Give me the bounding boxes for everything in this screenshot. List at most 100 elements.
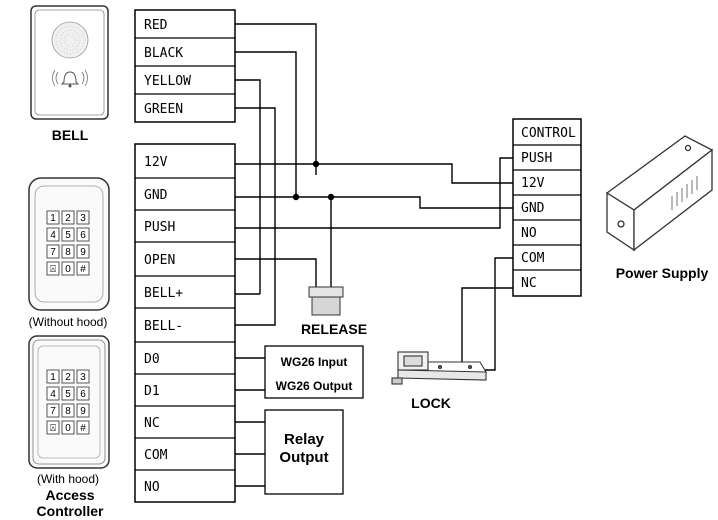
keypad-key-label: # (80, 264, 86, 275)
terminal-bell-plus-label: BELL+ (144, 286, 183, 301)
keypad-key-label: 2 (65, 372, 71, 383)
keypad-key-label: 1 (50, 213, 56, 224)
lock-label: LOCK (411, 395, 451, 411)
keypad-key (61, 227, 75, 242)
keypad-key (76, 386, 90, 401)
keypad-key (76, 403, 90, 418)
power-push-label: PUSH (521, 151, 552, 166)
keypad-key (76, 420, 90, 435)
wire-yellow (235, 79, 261, 294)
keypad-key-label: 2 (65, 213, 71, 224)
keypad-key (76, 261, 90, 276)
power-terminal-block (512, 118, 582, 297)
power-supply-label: Power Supply (616, 265, 709, 281)
power-gnd-label: GND (521, 201, 545, 216)
wire-green-label: GREEN (144, 102, 183, 117)
keypad-key-label: 5 (65, 389, 71, 400)
keypad-key-label: 4 (50, 389, 56, 400)
keypad-key (76, 210, 90, 225)
keypad-key (46, 369, 60, 384)
keypad-without-hood (28, 177, 110, 311)
keypad-key-label: 8 (65, 406, 71, 417)
wire-black (235, 51, 297, 197)
wire-gnd (235, 196, 513, 209)
keypad-key-label: # (80, 423, 86, 434)
power-nc-label: NC (521, 276, 537, 291)
terminal-nc-label: NC (144, 416, 160, 431)
wiring-lines (235, 23, 513, 487)
terminal-no-label: NO (144, 480, 160, 495)
keypad-key-label: ⍓ (50, 264, 56, 275)
wire-black-label: BLACK (144, 46, 183, 61)
keypad-key-label: 5 (65, 230, 71, 241)
keypad-key (61, 420, 75, 435)
terminal-com-label: COM (144, 448, 168, 463)
keypad-key (46, 386, 60, 401)
keypad-key (61, 369, 75, 384)
terminal-open-label: OPEN (144, 253, 175, 268)
with-hood-label: (With hood) (37, 472, 99, 486)
controller-terminal-block (134, 143, 236, 503)
keypad-key (61, 403, 75, 418)
keypad-key-label: 0 (65, 264, 71, 275)
wg26-input-label: WG26 Input (281, 355, 348, 369)
keypad-key-label: ⍓ (50, 423, 56, 434)
keypad-key-label: 8 (65, 247, 71, 258)
keypad-key-label: 6 (80, 389, 86, 400)
wire-yellow-label: YELLOW (144, 74, 191, 89)
keypad-key (46, 227, 60, 242)
terminal-d1-label: D1 (144, 384, 160, 399)
keypad-key-label: 4 (50, 230, 56, 241)
keypad-key (61, 244, 75, 259)
relay-label-line1: Relay (284, 431, 325, 448)
bell-device (30, 5, 109, 120)
wire-open (235, 258, 317, 287)
keypad-key-label: 3 (80, 213, 86, 224)
keypad-key-label: 0 (65, 423, 71, 434)
power-12v-label: 12V (521, 176, 545, 191)
keypad-key (61, 210, 75, 225)
relay-box (264, 409, 344, 495)
junction-dots (292, 160, 335, 201)
wire-12v (235, 163, 513, 184)
lock-device (391, 351, 487, 385)
wire-push (235, 157, 513, 229)
keypad-key-label: 9 (80, 247, 86, 258)
release-button-device (308, 286, 344, 316)
power-supply-device (605, 135, 714, 252)
bell-icon (52, 69, 88, 88)
keypad-key (46, 210, 60, 225)
keypad-key (46, 420, 60, 435)
wire-lock-com (470, 257, 513, 371)
keypad-key (46, 403, 60, 418)
wiegand-box (264, 345, 364, 399)
access-controller-label-line2: Controller (37, 503, 104, 519)
keypad-key (76, 369, 90, 384)
bell-wire-block (134, 9, 236, 123)
terminal-gnd-label: GND (144, 188, 168, 203)
keypad-key (61, 261, 75, 276)
relay-label-line2: Output (279, 449, 328, 466)
terminal-push-label: PUSH (144, 220, 175, 235)
keypad-key-label: 6 (80, 230, 86, 241)
keypad-key (76, 244, 90, 259)
wire-red-label: RED (144, 18, 168, 33)
keypad-key-label: 3 (80, 372, 86, 383)
wire-green (235, 107, 276, 326)
keypad-key (46, 244, 60, 259)
wire-lock-nc (461, 287, 513, 364)
keypad-key-label: 7 (50, 247, 56, 258)
keypad-key (46, 261, 60, 276)
speaker-grille-icon (51, 21, 89, 59)
power-no-label: NO (521, 226, 537, 241)
power-com-label: COM (521, 251, 545, 266)
release-label: RELEASE (301, 321, 367, 337)
power-control-label: CONTROL (521, 126, 576, 141)
keypad-with-hood (28, 335, 110, 469)
terminal-d0-label: D0 (144, 352, 160, 367)
keypad-key-label: 1 (50, 372, 56, 383)
keypad-key-label: 9 (80, 406, 86, 417)
wire-red (235, 23, 317, 164)
